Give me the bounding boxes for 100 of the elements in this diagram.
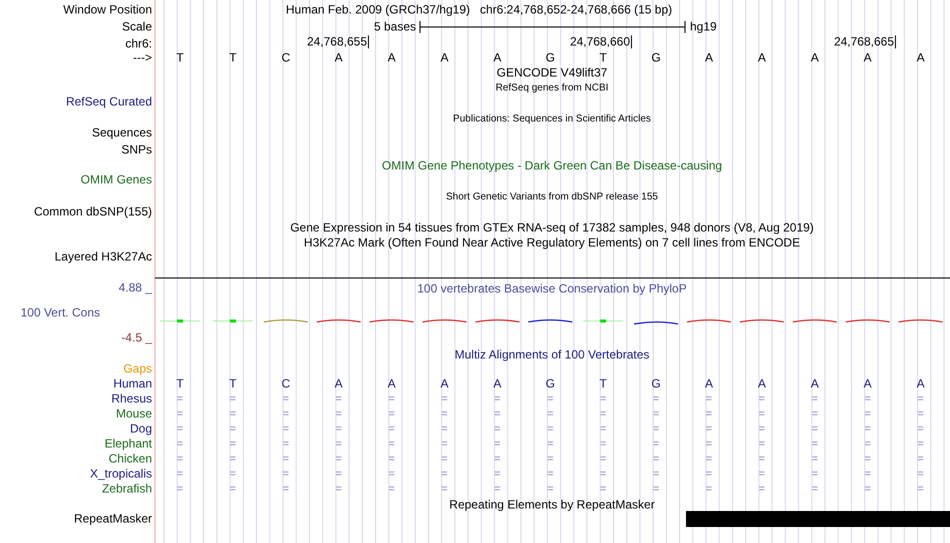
alignment-match-mark: = (388, 452, 395, 466)
alignment-match-mark: = (441, 452, 448, 466)
alignment-match-mark: = (441, 438, 448, 450)
alignment-match-mark: = (176, 452, 184, 466)
alignment-match-mark: = (706, 482, 712, 496)
axis-value: -4.5 _ (121, 331, 152, 345)
track-title: Repeating Elements by RepeatMasker (449, 498, 655, 512)
alignment-match-mark: = (652, 438, 660, 450)
alignment-match-mark: = (600, 468, 606, 480)
base-letter: A (758, 51, 766, 65)
alignment-match-mark: = (547, 422, 554, 436)
track-title: GENCODE V49lift37 (496, 66, 608, 80)
alignment-match-mark: = (230, 392, 236, 406)
alignment-match-mark: = (812, 438, 818, 450)
alignment-match-mark: = (864, 422, 871, 436)
base-letter: A (334, 51, 343, 65)
alignment-match-mark: = (494, 392, 501, 406)
alignment-match-mark: = (917, 392, 924, 406)
alignment-match-mark: = (917, 422, 924, 436)
alignment-match-mark: = (494, 438, 501, 450)
track-label: OMIM Genes (80, 173, 152, 187)
alignment-match-mark: = (441, 468, 448, 480)
alignment-match-mark: = (600, 438, 606, 450)
alignment-match-mark: = (758, 408, 766, 420)
species-label: Human (113, 377, 152, 391)
alignment-match-mark: = (230, 482, 236, 496)
alignment-match-mark: = (758, 438, 766, 450)
base-letter: A (388, 51, 396, 65)
alignment-match-mark: = (388, 392, 395, 406)
alignment-match-mark: = (547, 452, 554, 466)
track-label: RepeatMasker (74, 512, 152, 526)
alignment-match-mark: = (282, 392, 290, 406)
alignment-match-mark: = (388, 482, 395, 496)
coordinate-tick-label: 24,768,655 (306, 35, 369, 49)
alignment-match-mark: = (758, 422, 766, 436)
alignment-match-mark: = (441, 392, 448, 406)
alignment-match-mark: = (812, 482, 818, 496)
alignment-match-mark: = (494, 408, 501, 420)
alignment-match-mark: = (706, 422, 712, 436)
base-letter: A (440, 51, 448, 65)
alignment-match-mark: = (758, 392, 766, 406)
species-label: Mouse (116, 407, 152, 421)
alignment-match-mark: = (547, 392, 554, 406)
alignment-match-mark: = (706, 438, 712, 450)
species-label: Zebrafish (102, 482, 152, 496)
coordinate-tick-label: 24,768,660 (570, 35, 632, 49)
alignment-match-mark: = (176, 422, 184, 436)
alignment-match-mark: = (282, 422, 290, 436)
alignment-match-mark: = (600, 452, 606, 466)
alignment-match-mark: = (282, 468, 290, 480)
track-label: Sequences (92, 126, 152, 140)
alignment-match-mark: = (706, 452, 712, 466)
scale-label: hg19 (690, 20, 717, 34)
alignment-match-mark: = (917, 468, 924, 480)
alignment-match-mark: = (812, 392, 818, 406)
alignment-match-mark: = (600, 482, 606, 496)
alignment-match-mark: = (917, 408, 924, 420)
alignment-match-mark: = (494, 452, 501, 466)
alignment-match-mark: = (335, 468, 342, 480)
alignment-match-mark: = (600, 392, 606, 406)
track-label: RefSeq Curated (66, 95, 152, 109)
track-label: Window Position (63, 3, 152, 17)
alignment-match-mark: = (547, 408, 554, 420)
track-label: chr6: (125, 37, 152, 51)
base-letter: G (651, 377, 661, 391)
alignment-match-mark: = (230, 408, 236, 420)
alignment-match-mark: = (388, 438, 395, 450)
base-letter: G (546, 377, 555, 391)
base-letter: A (810, 377, 819, 391)
alignment-match-mark: = (864, 482, 871, 496)
track-title: OMIM Gene Phenotypes - Dark Green Can Be Disease-causing (382, 159, 722, 173)
alignment-match-mark: = (652, 408, 660, 420)
base-letter: T (229, 51, 237, 65)
species-label: Chicken (108, 452, 152, 466)
base-letter: T (176, 377, 184, 391)
alignment-match-mark: = (494, 468, 501, 480)
alignment-match-mark: = (441, 482, 448, 496)
alignment-match-mark: = (335, 408, 342, 420)
track-label: Common dbSNP(155) (34, 205, 152, 219)
alignment-match-mark: = (335, 482, 342, 496)
alignment-match-mark: = (230, 452, 236, 466)
base-letter: G (651, 51, 661, 65)
base-letter: A (810, 51, 819, 65)
alignment-match-mark: = (812, 452, 818, 466)
alignment-match-mark: = (652, 452, 660, 466)
scale-label: 5 bases (374, 20, 416, 34)
base-letter: C (281, 51, 290, 65)
alignment-match-mark: = (812, 408, 818, 420)
track-label: SNPs (121, 143, 152, 157)
base-letter: G (546, 51, 555, 65)
alignment-match-mark: = (494, 482, 501, 496)
alignment-match-mark: = (547, 482, 554, 496)
alignment-match-mark: = (706, 408, 712, 420)
species-label: X_tropicalis (90, 467, 152, 481)
track-title: Publications: Sequences in Scientific Articles (453, 114, 651, 124)
alignment-match-mark: = (864, 408, 871, 420)
base-letter: A (334, 377, 343, 391)
base-letter: A (758, 377, 766, 391)
base-letter: T (600, 377, 607, 391)
strand-arrow-label: ---> (133, 51, 152, 65)
